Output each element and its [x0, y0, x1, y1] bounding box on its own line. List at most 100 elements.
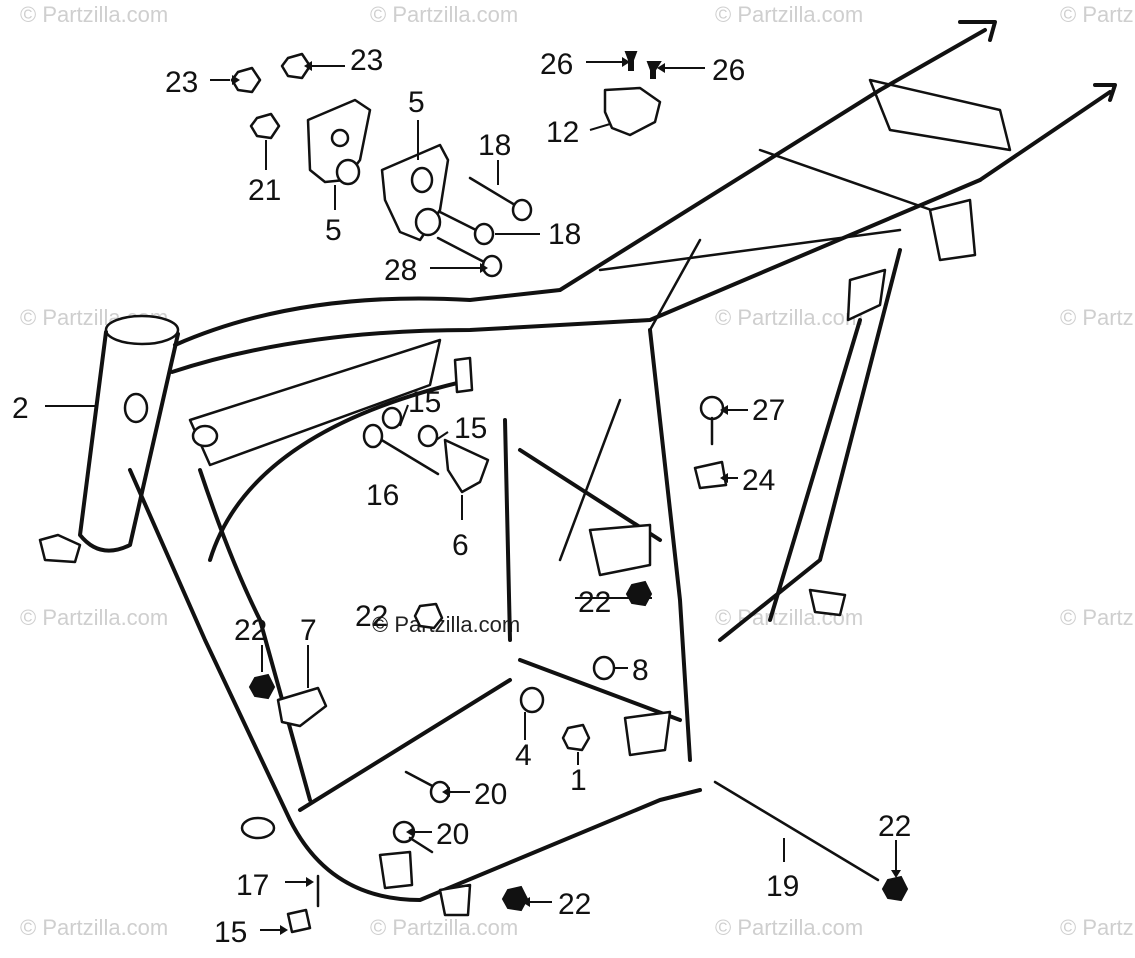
- callout-19: 19: [766, 870, 799, 903]
- bolt-18-head: [511, 198, 533, 222]
- steering-head-top: [104, 314, 180, 346]
- callout-24: 24: [742, 464, 775, 497]
- callout-7: 7: [300, 614, 317, 647]
- callout-1: 1: [570, 764, 587, 797]
- nut-1: [561, 723, 591, 752]
- leader-arrow: [657, 63, 665, 73]
- callout-leaders: [45, 57, 901, 935]
- top-tube-right: [170, 178, 982, 374]
- nut-22: [881, 875, 909, 902]
- leader-arrow: [480, 263, 488, 273]
- callout-2: 2: [12, 392, 29, 425]
- watermarks: © Partzilla.com © Partzilla.com © Partzi…: [20, 2, 1135, 940]
- nut-23: [280, 52, 312, 80]
- bolt-20-shank: [408, 836, 434, 854]
- callout-23: 23: [165, 66, 198, 99]
- watermark: © Partzilla.com: [20, 2, 168, 27]
- seat-brace: [758, 148, 962, 222]
- bolt-27-head: [699, 395, 725, 421]
- callout-12: 12: [546, 116, 579, 149]
- callout-26: 26: [540, 48, 573, 81]
- rear-hook-right: [1093, 83, 1117, 102]
- callout-22: 22: [878, 810, 911, 843]
- watermark: © Partzilla.com: [1060, 305, 1135, 330]
- leader-arrow: [522, 897, 530, 907]
- screw-26: [646, 61, 662, 79]
- callout-15: 15: [214, 916, 247, 949]
- rear-hook-left: [958, 20, 997, 42]
- upper-brace: [648, 238, 702, 332]
- bolt-28-head: [481, 254, 503, 278]
- leader-line: [435, 431, 449, 441]
- callout-15: 15: [454, 412, 487, 445]
- leader-arrow: [232, 75, 240, 85]
- bracket-bushing: [335, 158, 361, 186]
- watermark: © Partzilla.com: [715, 2, 863, 27]
- nut-22: [625, 580, 653, 607]
- rear-cross-member: [868, 78, 1012, 152]
- callout-27: 27: [752, 394, 785, 427]
- clip-24: [693, 460, 728, 490]
- seat-post-left: [503, 418, 512, 642]
- callout-6: 6: [452, 529, 469, 562]
- bolt-15: [417, 424, 439, 448]
- seat-cross-brace: [598, 228, 902, 272]
- bolt-18-head: [473, 222, 495, 246]
- top-tube-left: [173, 88, 882, 347]
- bolt-18-shank: [438, 210, 482, 234]
- bracket-bushing: [410, 166, 434, 194]
- front-downtube-right: [198, 468, 312, 802]
- plate-6: [443, 438, 490, 494]
- leader-line: [399, 404, 409, 427]
- bracket-7: [276, 686, 328, 728]
- leader-arrow: [280, 925, 288, 935]
- sidestand-bracket: [378, 850, 414, 890]
- rear-stay-inner: [768, 318, 862, 622]
- engine-mount-plate: [588, 523, 652, 577]
- bracket-hole: [330, 128, 350, 148]
- nut-21: [249, 112, 281, 140]
- callout-18: 18: [478, 129, 511, 162]
- callout-labels: 2 23 23 21 5 5 18 18 28 26 26 12 15 15 1…: [12, 44, 911, 949]
- callout-5: 5: [408, 86, 425, 119]
- rear-rail-upper: [878, 28, 987, 92]
- nut-22: [501, 885, 529, 912]
- gusset-boss: [191, 424, 219, 448]
- leader-arrow: [304, 61, 312, 71]
- rear-rail-lower: [978, 90, 1112, 182]
- gusset-plate: [188, 338, 442, 467]
- bolt-16-shank: [373, 434, 440, 476]
- callout-20: 20: [436, 818, 469, 851]
- lower-cradle-left: [288, 788, 702, 902]
- leader-arrow: [406, 827, 414, 837]
- center-watermark: © Partzilla.com: [372, 612, 520, 637]
- bolt-18-shank: [468, 176, 522, 210]
- leader-arrow: [720, 473, 728, 483]
- leader-arrow: [442, 787, 450, 797]
- leader-line: [589, 123, 611, 131]
- bolt-16-head: [362, 423, 384, 449]
- watermark: © Partzilla.com: [715, 915, 863, 940]
- watermark: © Partzilla.com: [1060, 2, 1135, 27]
- diagonal-brace: [558, 398, 622, 562]
- callout-22: 22: [578, 586, 611, 619]
- front-engine-cradle: [208, 378, 472, 562]
- callout-15: 15: [408, 386, 441, 419]
- watermark: © Partzilla.com: [1060, 915, 1135, 940]
- front-downtube-left: [128, 468, 292, 822]
- callout-28: 28: [384, 254, 417, 287]
- bolt-15: [381, 406, 403, 430]
- leader-arrow: [891, 870, 901, 878]
- watermark: © Partzilla.com: [1060, 605, 1135, 630]
- bolt-15-lower: [286, 908, 312, 934]
- callout-23: 23: [350, 44, 383, 77]
- callout-22: 22: [558, 888, 591, 921]
- lower-cross-tube: [298, 678, 512, 812]
- watermark: © Partzilla.com: [20, 915, 168, 940]
- seat-post-right: [648, 328, 692, 762]
- callout-18: 18: [548, 218, 581, 251]
- lower-bracket: [438, 883, 472, 917]
- nut-22: [248, 673, 276, 700]
- leader-arrow: [720, 405, 728, 415]
